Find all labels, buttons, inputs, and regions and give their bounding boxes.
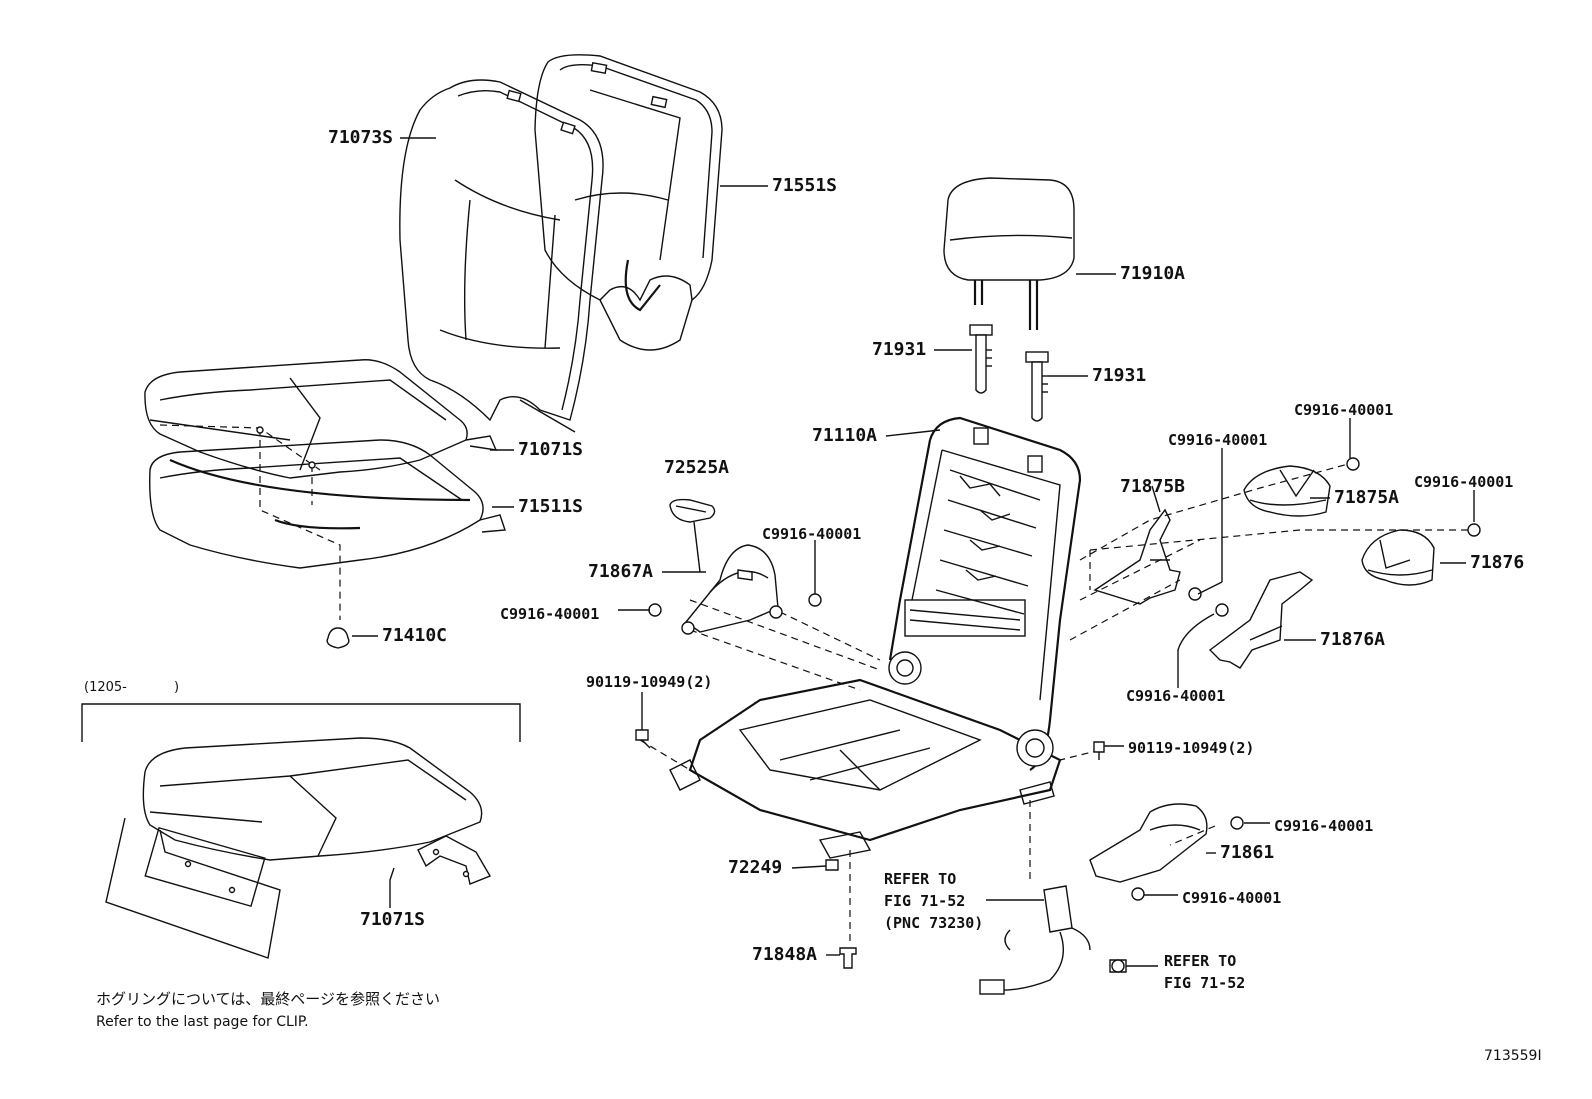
part-71876A — [1208, 571, 1314, 669]
callout-72249[interactable]: 72249 — [728, 857, 783, 878]
refer-note-bolt[interactable]: REFER TO FIG 71-52 — [1164, 950, 1245, 994]
callout-71931-right[interactable]: 71931 — [1092, 365, 1147, 386]
callout-71931-left[interactable]: 71931 — [872, 339, 927, 360]
part-71861 — [1089, 803, 1208, 883]
hog-ring-guides — [159, 424, 341, 620]
callout-71867A[interactable]: 71867A — [588, 561, 654, 582]
refer-line-2: FIG 71-52 — [884, 892, 966, 910]
headrest-support-left — [969, 324, 993, 394]
callout-c9916-6[interactable]: C9916-40001 — [1126, 687, 1226, 705]
bolts — [635, 457, 1481, 973]
callout-c9916-8[interactable]: C9916-40001 — [1182, 889, 1282, 907]
seatback-cover-rear — [534, 54, 723, 351]
refer-line-2: FIG 71-52 — [1164, 974, 1246, 992]
figure-id: 713559I — [1484, 1048, 1542, 1064]
variant-seat-cushion — [105, 737, 492, 959]
variant-close: ) — [174, 680, 180, 695]
callout-90119-right[interactable]: 90119-10949(2) — [1128, 739, 1255, 757]
callout-71410C[interactable]: 71410C — [382, 625, 448, 646]
callout-71876[interactable]: 71876 — [1470, 552, 1525, 573]
variant-open: (1205- — [84, 680, 127, 695]
refer-line-1: REFER TO — [1164, 952, 1237, 970]
callout-c9916-4[interactable]: C9916-40001 — [762, 525, 862, 543]
part-71876 — [1361, 529, 1435, 586]
callout-71511S[interactable]: 71511S — [518, 496, 584, 517]
callout-71071S[interactable]: 71071S — [518, 439, 584, 460]
leader-lines — [352, 137, 1475, 967]
part-71867A — [681, 544, 783, 635]
callout-71110A[interactable]: 71110A — [812, 425, 878, 446]
callout-c9916-5[interactable]: C9916-40001 — [500, 605, 600, 623]
headrest — [943, 177, 1075, 330]
callout-71071S-variant[interactable]: 71071S — [360, 909, 426, 930]
clip-note-english: Refer to the last page for CLIP. — [96, 1014, 309, 1030]
callout-71875A[interactable]: 71875A — [1334, 487, 1400, 508]
seat-cushion-cover — [144, 359, 498, 479]
seat-frame — [669, 416, 1082, 859]
part-71875B — [1093, 508, 1181, 605]
callout-c9916-2[interactable]: C9916-40001 — [1168, 431, 1268, 449]
clip-note-japanese: ホグリングについては、最終ページを参照ください — [96, 990, 440, 1008]
callout-90119-left[interactable]: 90119-10949(2) — [586, 673, 713, 691]
frame-guides — [639, 463, 1470, 945]
seat-belt-buckle — [979, 885, 1127, 995]
clip-71410C — [326, 627, 350, 649]
refer-note-buckle[interactable]: REFER TO FIG 71-52 (PNC 73230) — [884, 868, 983, 934]
callout-c9916-1[interactable]: C9916-40001 — [1294, 401, 1394, 419]
refer-line-1: REFER TO — [884, 870, 957, 888]
callout-71910A[interactable]: 71910A — [1120, 263, 1186, 284]
callout-c9916-7[interactable]: C9916-40001 — [1274, 817, 1374, 835]
callout-71876A[interactable]: 71876A — [1320, 629, 1386, 650]
variant-bracket — [81, 703, 521, 742]
headrest-support-right — [1025, 351, 1049, 422]
refer-line-3: (PNC 73230) — [884, 914, 984, 932]
seat-cushion-pad — [149, 439, 506, 569]
callout-c9916-3[interactable]: C9916-40001 — [1414, 473, 1514, 491]
callout-71875B[interactable]: 71875B — [1120, 476, 1186, 497]
callout-71848A[interactable]: 71848A — [752, 944, 818, 965]
callout-71551S[interactable]: 71551S — [772, 175, 838, 196]
seatback-cover-front — [399, 79, 604, 433]
part-72525A — [669, 498, 716, 573]
callout-71861[interactable]: 71861 — [1220, 842, 1275, 863]
callout-71073S[interactable]: 71073S — [328, 127, 394, 148]
callout-72525A[interactable]: 72525A — [664, 457, 730, 478]
part-71875A — [1243, 465, 1331, 517]
